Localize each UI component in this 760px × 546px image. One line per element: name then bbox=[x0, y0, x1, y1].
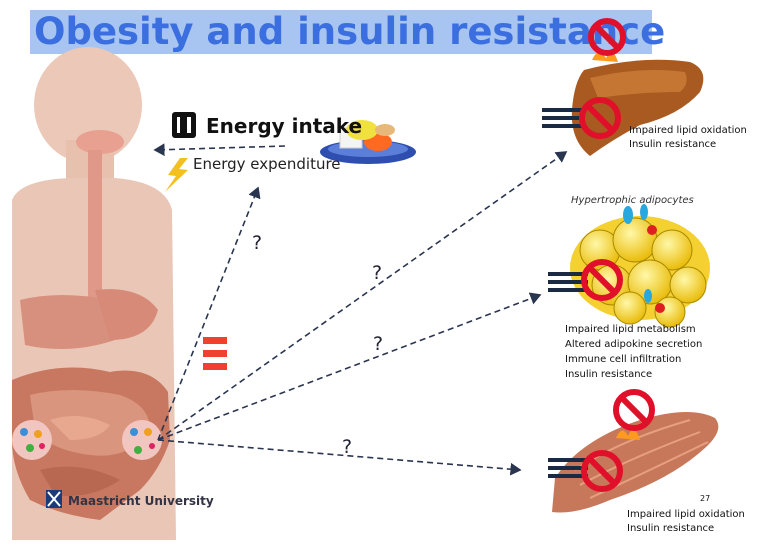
arrow-to-energy-expenditure bbox=[157, 186, 261, 441]
fork-knife-icon bbox=[172, 112, 196, 138]
muscle-effect: Impaired lipid oxidation bbox=[627, 509, 745, 520]
arrow-to-adipose bbox=[157, 292, 542, 441]
intestines-illustration bbox=[12, 367, 170, 520]
slide-title: Obesity and insulin resistance bbox=[30, 10, 665, 54]
question-mark: ? bbox=[252, 232, 263, 254]
prohibited-icon bbox=[579, 97, 621, 139]
adipose-effect: Immune cell infiltration bbox=[565, 354, 682, 365]
adipose-effect: Impaired lipid metabolism bbox=[565, 324, 696, 335]
gut-microbiota-right bbox=[122, 420, 162, 460]
prohibited-icon bbox=[581, 259, 623, 301]
liver-effect: Insulin resistance bbox=[629, 139, 717, 150]
food-plate-illustration bbox=[320, 120, 416, 164]
liver-illustration bbox=[571, 51, 704, 156]
adipose-effect: Altered adipokine secretion bbox=[565, 339, 703, 350]
question-mark: ? bbox=[373, 333, 384, 355]
muscle-effect: Insulin resistance bbox=[627, 523, 715, 534]
arrow-to-body bbox=[153, 143, 286, 157]
lightning-icon bbox=[165, 158, 188, 192]
prohibited-icon bbox=[581, 450, 623, 492]
page-number: 27 bbox=[700, 494, 711, 503]
inhibition-bars bbox=[542, 108, 588, 478]
equals-sign bbox=[203, 337, 227, 370]
energy-expenditure-label: Energy expenditure bbox=[193, 155, 341, 173]
question-mark: ? bbox=[372, 262, 383, 284]
prohibited-icon bbox=[613, 389, 655, 431]
adipose-heading: Hypertrophic adipocytes bbox=[571, 195, 694, 206]
university-logo-icon bbox=[46, 490, 62, 508]
energy-intake-label: Energy intake bbox=[206, 114, 363, 138]
liver-effect: Impaired lipid oxidation bbox=[629, 125, 747, 136]
arrow-to-muscle bbox=[157, 439, 522, 476]
question-mark: ? bbox=[342, 436, 353, 458]
prohibited-icon bbox=[588, 18, 626, 56]
adipose-effect: Insulin resistance bbox=[565, 369, 653, 380]
adipose-tissue-illustration bbox=[570, 204, 710, 328]
university-name: Maastricht University bbox=[68, 494, 214, 508]
gut-microbiota-left bbox=[12, 420, 52, 460]
arrow-to-liver bbox=[157, 151, 568, 441]
